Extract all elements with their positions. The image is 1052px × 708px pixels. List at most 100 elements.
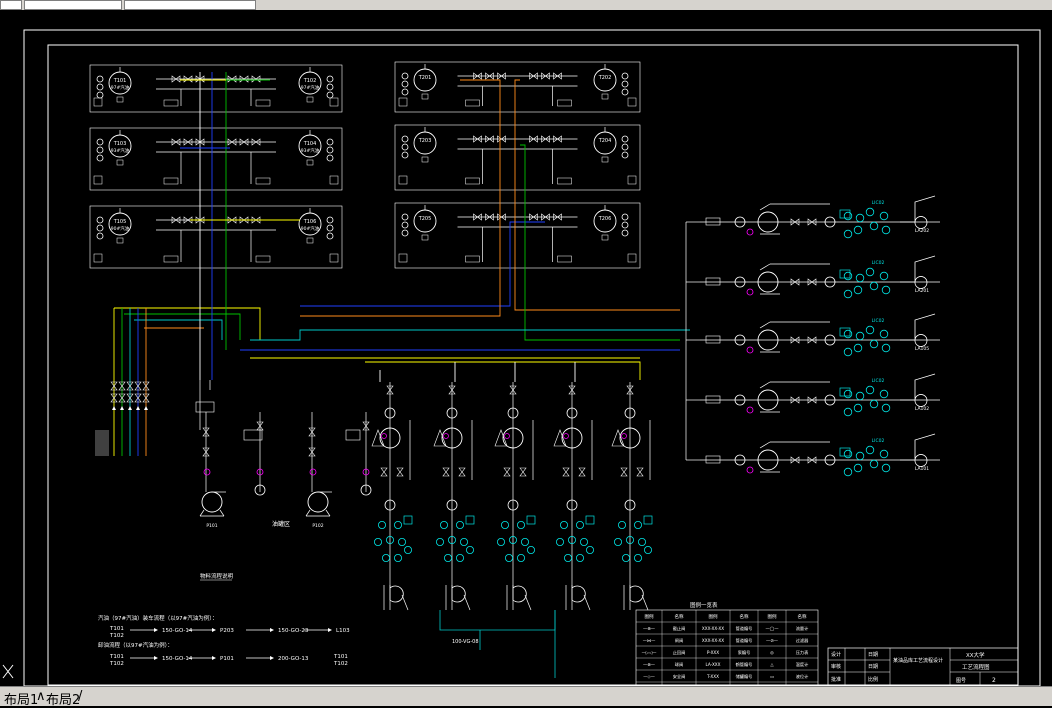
pressure-tag: [746, 406, 754, 414]
instrument-bubble: [621, 80, 629, 88]
flow-step: 150-GO-14: [162, 628, 193, 634]
instrument-bubble: [443, 554, 452, 563]
instrument-bubble: [326, 232, 334, 240]
flowmeter-icon: [384, 499, 396, 511]
flow-step: P203: [220, 628, 234, 634]
storage-tank: T205: [401, 205, 437, 241]
tank-grade: 93#汽油: [301, 147, 320, 154]
valve-icon: [553, 213, 562, 221]
instrument-bubble: [377, 520, 386, 529]
instrument-bubble: [455, 520, 464, 529]
tab-separator: ∧: [36, 689, 46, 704]
instrument-bubble: [855, 213, 865, 223]
loading-arm: [512, 585, 527, 603]
toolbar-dropdown[interactable]: [24, 0, 122, 10]
process-pipe: [365, 361, 641, 380]
instrument-bubble: [96, 138, 104, 146]
legend-title: 图例一览表: [690, 601, 718, 609]
valve-icon: [362, 421, 370, 431]
instrument-bubble: [576, 520, 585, 529]
legend-cell: —⋈—: [643, 638, 656, 643]
pressure-tag: [746, 228, 754, 236]
valve-icon: [239, 216, 249, 224]
drawing-border: [47, 44, 1019, 686]
instrument-bubble: [881, 343, 891, 353]
valve-icon: [541, 213, 550, 221]
pump-casing: [441, 427, 463, 449]
pump-casing: [307, 491, 329, 513]
instrument-bubble: [326, 154, 334, 162]
loading-arm: [629, 585, 644, 603]
loading-arm: [900, 433, 936, 467]
valve-icon: [110, 393, 118, 403]
filter-icon: [734, 334, 746, 346]
tank-id: T202: [598, 75, 612, 81]
instrument-bubble: [879, 329, 889, 339]
legend-cell: 止回阀: [673, 649, 686, 656]
instrument-bubble: [621, 213, 629, 221]
process-pipe: [124, 313, 241, 340]
legend-header: 图例: [709, 613, 718, 620]
legend-cell: 安全阀: [673, 673, 686, 680]
flow-step: L103: [336, 628, 350, 634]
instrument-bubble: [634, 554, 643, 563]
instrument-bubble: [621, 143, 629, 151]
valve-icon: [202, 447, 210, 457]
pressure-tag: [443, 433, 449, 439]
tab-layout1[interactable]: 布局1: [4, 693, 39, 708]
valve-icon: [126, 381, 134, 391]
loading-line: [371, 382, 413, 611]
valve-icon: [568, 385, 576, 395]
pump-casing: [757, 271, 779, 293]
control-box: [839, 269, 851, 279]
toolbar-field[interactable]: [0, 0, 22, 10]
valve-icon: [529, 72, 538, 80]
flowmeter-icon: [824, 276, 836, 288]
storage-tank: T202: [593, 64, 629, 100]
loading-arm-tag: LA102: [915, 406, 929, 412]
loading-arm-tag: LA105: [915, 346, 929, 352]
storage-tank: T203: [401, 127, 437, 163]
instrument-bubble: [621, 221, 629, 229]
instrument-bubble: [853, 285, 863, 295]
tab-layout2[interactable]: 布局2: [46, 693, 81, 708]
title-block: 设计 日期 审核 日期 批准 比例 某油品库工艺流程设计 XX大学 工艺流程图 …: [827, 647, 1019, 686]
pressure-tag: [746, 288, 754, 296]
pump-tag: P101: [206, 523, 217, 529]
instrument-bubble: [881, 225, 891, 235]
toolbar-dropdown[interactable]: [124, 0, 256, 10]
pressure-tag: [309, 468, 317, 476]
instrument-bubble: [508, 536, 517, 545]
valve-icon: [308, 427, 316, 437]
tank-id: T106: [303, 219, 317, 225]
valve-icon: [134, 381, 142, 391]
tank-grade: 97#汽油: [301, 84, 320, 91]
valve-icon: [807, 456, 817, 464]
process-pipe: [300, 221, 545, 307]
instrument-bubble: [621, 151, 629, 159]
filter-icon: [507, 407, 519, 419]
pressure-tag: [621, 433, 627, 439]
instrument-bubble: [865, 325, 875, 335]
flow2-from-2: T102: [109, 661, 124, 667]
valve-icon: [118, 393, 126, 403]
tb-sheet-no: 2: [992, 677, 996, 684]
legend-cell: T-XXX: [706, 674, 719, 679]
tank-group-frame: [394, 124, 641, 191]
process-pipe: [114, 307, 261, 340]
instrument-bubble: [465, 546, 474, 555]
instrument-bubble: [401, 72, 409, 80]
loading-arm: [571, 585, 586, 603]
instrument-bubble: [447, 536, 456, 545]
valve-icon: [636, 467, 644, 477]
pressure-tag: [504, 433, 510, 439]
instrument-bubble: [843, 389, 853, 399]
control-box: [403, 515, 413, 525]
instrument-bubble: [869, 221, 879, 231]
strainer: [705, 277, 721, 286]
tank-group-frame: [394, 61, 641, 113]
instrument-bubble: [326, 138, 334, 146]
